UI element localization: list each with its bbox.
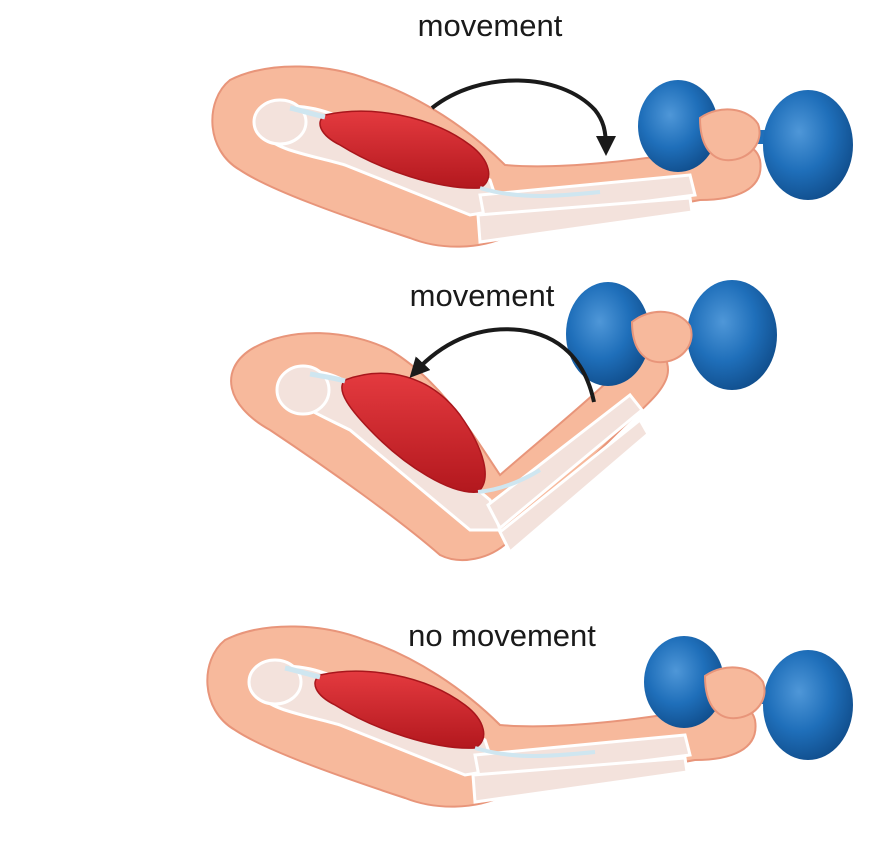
dumbbell-icon: [566, 280, 777, 390]
panel-label-extension: movement: [418, 8, 563, 43]
panel-extension: movement: [211, 8, 853, 248]
arm-icon: [230, 332, 670, 561]
curved-arrow-icon: [409, 327, 596, 403]
panel-label-isometric: no movement: [408, 618, 596, 653]
panel-flexion: movement: [230, 278, 777, 561]
curved-arrow-icon: [430, 78, 616, 156]
dumbbell-icon: [638, 80, 853, 200]
dumbbell-icon: [644, 636, 853, 760]
panel-isometric: no movement: [206, 618, 853, 808]
arm-icon: [206, 625, 757, 808]
panel-label-flexion: movement: [410, 278, 555, 313]
arm-icon: [211, 65, 762, 248]
